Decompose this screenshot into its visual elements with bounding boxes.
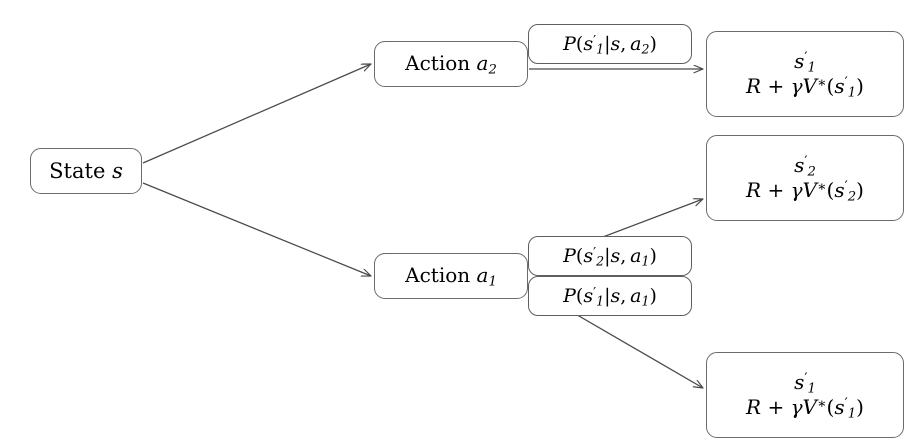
node-action-a1-label: Action a1 (405, 263, 497, 290)
edge-state-to-a1 (142, 182, 371, 276)
outcome-bottom-value: R + γV∗(s′1) (746, 394, 864, 421)
node-action-a2-symbol: a (476, 51, 489, 76)
node-action-a1-subscript: 1 (488, 274, 497, 290)
node-state-label: State s (49, 159, 123, 184)
node-action-a1-prefix: Action (405, 263, 471, 288)
outcome-top-state: s′1 (794, 48, 816, 76)
node-action-a2-prefix: Action (405, 51, 471, 76)
outcome-top-value: R + γV∗(s′1) (746, 73, 864, 100)
edge-label-prob-a2-s1: P(s′1|s, a2) (528, 24, 692, 64)
prob-a2-s1-text: P(s′1|s, a2) (563, 33, 657, 57)
node-outcome-bottom[interactable]: s′1 R + γV∗(s′1) (706, 352, 904, 438)
node-state-s[interactable]: State s (30, 148, 142, 194)
node-action-a2[interactable]: Action a2 (374, 41, 528, 87)
edge-label-prob-a1-s2: P(s′2|s, a1) (528, 236, 692, 276)
outcome-bottom-state: s′1 (794, 369, 816, 397)
node-state-symbol: s (112, 158, 123, 183)
edge-label-prob-a1-s1: P(s′1|s, a1) (528, 276, 692, 316)
node-action-a2-label: Action a2 (405, 51, 497, 78)
prob-a1-s1-text: P(s′1|s, a1) (563, 285, 657, 309)
edge-state-to-a2 (142, 64, 371, 164)
outcome-middle-state: s′2 (794, 152, 816, 180)
outcome-middle-value: R + γV∗(s′2) (746, 177, 864, 204)
node-state-prefix: State (49, 158, 106, 183)
node-outcome-top[interactable]: s′1 R + γV∗(s′1) (706, 31, 904, 117)
prob-a1-s2-text: P(s′2|s, a1) (563, 245, 657, 269)
node-action-a1[interactable]: Action a1 (374, 253, 528, 299)
node-action-a2-subscript: 2 (488, 62, 497, 78)
node-outcome-middle[interactable]: s′2 R + γV∗(s′2) (706, 135, 904, 221)
node-action-a1-symbol: a (476, 263, 489, 288)
